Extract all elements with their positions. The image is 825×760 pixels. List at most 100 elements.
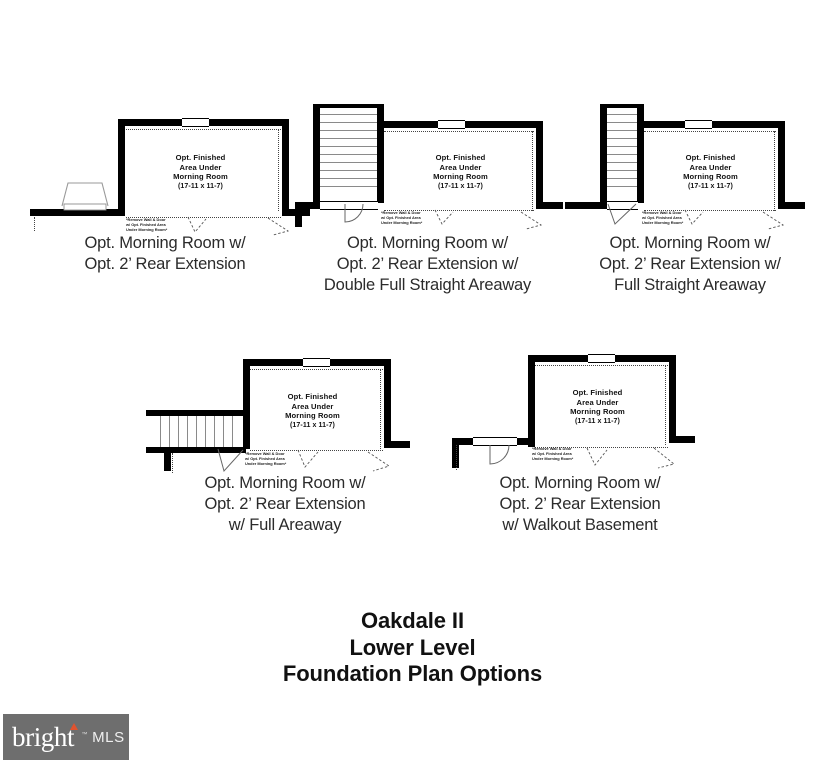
caption-line-1: Opt. Morning Room w/ bbox=[346, 234, 509, 252]
room-fill bbox=[644, 121, 778, 210]
wall-right-return bbox=[536, 202, 563, 209]
title-line-plan-name: Oakdale II bbox=[361, 608, 464, 633]
footing-line-bottom bbox=[250, 450, 383, 451]
areaway-stair-block bbox=[153, 415, 243, 448]
room-label-line3: Morning Room bbox=[173, 172, 228, 182]
footing-line-right bbox=[278, 129, 279, 211]
room-label-line1: Opt. Finished bbox=[435, 153, 486, 162]
wall-note-line1: *Remove Wall & Door bbox=[126, 217, 166, 222]
room-dimensions: (17-11 x 11-7) bbox=[575, 417, 620, 425]
room-dimensions: (17-11 x 11-7) bbox=[688, 182, 733, 190]
room-label-line3: Morning Room bbox=[433, 172, 488, 182]
wall-note-line3: Under Morning Room* bbox=[381, 219, 423, 225]
footing-line-bottom bbox=[384, 210, 534, 211]
room-label: Opt. Finished Area Under Morning Room (1… bbox=[658, 153, 763, 191]
walkout-opening bbox=[473, 437, 517, 446]
room-label-line1: Opt. Finished bbox=[175, 153, 226, 162]
wall-note-line3: Under Morning Room* bbox=[532, 455, 574, 461]
wall-note: *Remove Wall & Door w/ Opt. Finished Are… bbox=[642, 210, 684, 225]
door-swing-icons bbox=[607, 203, 785, 230]
room-fill bbox=[528, 355, 669, 447]
caption-line-2: Opt. 2’ Rear Extension bbox=[499, 495, 661, 513]
areaway-wall-top bbox=[600, 104, 644, 108]
room-label: Opt. Finished Area Under Morning Room (1… bbox=[260, 392, 365, 430]
caption-line-2: Opt. 2’ Rear Extension bbox=[84, 255, 246, 273]
caption-line-1: Opt. Morning Room w/ bbox=[609, 234, 771, 252]
wall-left bbox=[528, 355, 535, 447]
plan-walkout-basement: Opt. Finished Area Under Morning Room (1… bbox=[440, 340, 720, 540]
areaway-wall-top bbox=[146, 410, 246, 416]
title-line-subject: Foundation Plan Options bbox=[282, 661, 543, 686]
caption-line-1: Opt. Morning Room w/ bbox=[204, 474, 366, 492]
window-top-wall bbox=[588, 354, 615, 363]
areaway-opening bbox=[320, 201, 378, 210]
caption-line-2: Opt. 2’ Rear Extension bbox=[204, 495, 366, 513]
plan-drawing: Opt. Finished Area Under Morning Room (1… bbox=[440, 340, 720, 470]
door-swing-icons bbox=[187, 216, 290, 236]
footing-line-right bbox=[665, 365, 666, 445]
watermark-brand: bright ™ bbox=[12, 722, 87, 753]
plan-caption: Opt. Morning Room w/ Opt. 2’ Rear Extens… bbox=[295, 233, 560, 296]
room-label-line3: Morning Room bbox=[285, 411, 340, 421]
caption-line-3: Double Full Straight Areaway bbox=[323, 276, 532, 294]
watermark-accent-dot-icon bbox=[70, 722, 79, 730]
footing-line-bottom bbox=[535, 447, 668, 448]
room-fill bbox=[243, 359, 384, 449]
plan-drawing: Opt. Finished Area Under Morning Room (1… bbox=[295, 100, 563, 230]
room-label-line1: Opt. Finished bbox=[572, 388, 623, 397]
room-label-line2: Area Under bbox=[689, 162, 732, 172]
window-top-wall bbox=[182, 118, 209, 127]
footing-line-top bbox=[126, 129, 281, 130]
areaway-wall-right bbox=[377, 104, 384, 203]
areaway-stair-block bbox=[319, 107, 378, 203]
wall-right bbox=[536, 121, 543, 209]
plan-full-straight-areaway: Opt. Finished Area Under Morning Room (1… bbox=[565, 100, 815, 300]
room-fill bbox=[384, 121, 536, 210]
caption-line-1: Opt. Morning Room w/ bbox=[84, 234, 246, 252]
room-label-line1: Opt. Finished bbox=[287, 392, 338, 401]
plan-drawing: Opt. Finished Area Under Morning Room (1… bbox=[565, 100, 815, 230]
wall-note-line2: w/ Opt. Finished Area bbox=[245, 455, 285, 461]
areaway-wall-left bbox=[600, 104, 607, 203]
plan-full-areaway: Opt. Finished Area Under Morning Room (1… bbox=[140, 340, 430, 540]
wall-left-stub bbox=[164, 447, 171, 471]
watermark-brand-text: bright bbox=[12, 721, 75, 752]
wall-note-line2: w/ Opt. Finished Area bbox=[532, 450, 572, 456]
room-label-line2: Area Under bbox=[291, 401, 334, 411]
plan-drawing: Opt. Finished Area Under Morning Room (1… bbox=[140, 340, 430, 473]
bulkhead-icon bbox=[61, 182, 109, 211]
wall-note: *Remove Wall & Door w/ Opt. Finished Are… bbox=[126, 217, 167, 232]
wall-note-line2: w/ Opt. Finished Area bbox=[642, 214, 682, 220]
caption-line-3: w/ Full Areaway bbox=[228, 516, 342, 534]
footing-line-right bbox=[532, 131, 533, 211]
wall-left bbox=[118, 119, 125, 216]
footing-line-left-stub bbox=[172, 453, 173, 473]
footing-line-top bbox=[384, 131, 534, 132]
areaway-stair-block bbox=[606, 107, 638, 203]
room-dimensions: (17-11 x 11-7) bbox=[178, 182, 223, 190]
plan-double-full-straight-areaway: Opt. Finished Area Under Morning Room (1… bbox=[295, 100, 563, 300]
caption-line-1: Opt. Morning Room w/ bbox=[499, 474, 661, 492]
wall-note-line1: *Remove Wall & Door bbox=[245, 451, 285, 456]
footing-line-top bbox=[250, 369, 383, 370]
walkout-wall-stub-right bbox=[516, 438, 535, 445]
wall-left bbox=[243, 359, 250, 449]
footing-line-left-stub bbox=[456, 445, 457, 470]
wall-right bbox=[384, 359, 391, 447]
wall-right-return bbox=[778, 202, 805, 209]
caption-line-3: Full Straight Areaway bbox=[614, 276, 766, 294]
room-label-line3: Morning Room bbox=[683, 172, 738, 182]
areaway-wall-left bbox=[313, 104, 320, 203]
wall-note-line3: Under Morning Room* bbox=[642, 219, 684, 225]
room-fill bbox=[118, 119, 283, 216]
room-dimensions: (17-11 x 11-7) bbox=[438, 182, 483, 190]
room-label: Opt. Finished Area Under Morning Room (1… bbox=[408, 153, 513, 191]
sheet-title: Oakdale II Lower Level Foundation Plan O… bbox=[0, 608, 825, 688]
watermark-trademark: ™ bbox=[81, 731, 88, 738]
plan-caption: Opt. Morning Room w/ Opt. 2’ Rear Extens… bbox=[565, 233, 815, 296]
door-swing-icons bbox=[489, 444, 675, 469]
wall-note-line3: Under Morning Room* bbox=[245, 460, 287, 466]
wall-note: *Remove Wall & Door w/ Opt. Finished Are… bbox=[532, 446, 574, 461]
areaway-wall-top bbox=[313, 104, 384, 108]
footing-line-right bbox=[380, 369, 381, 449]
